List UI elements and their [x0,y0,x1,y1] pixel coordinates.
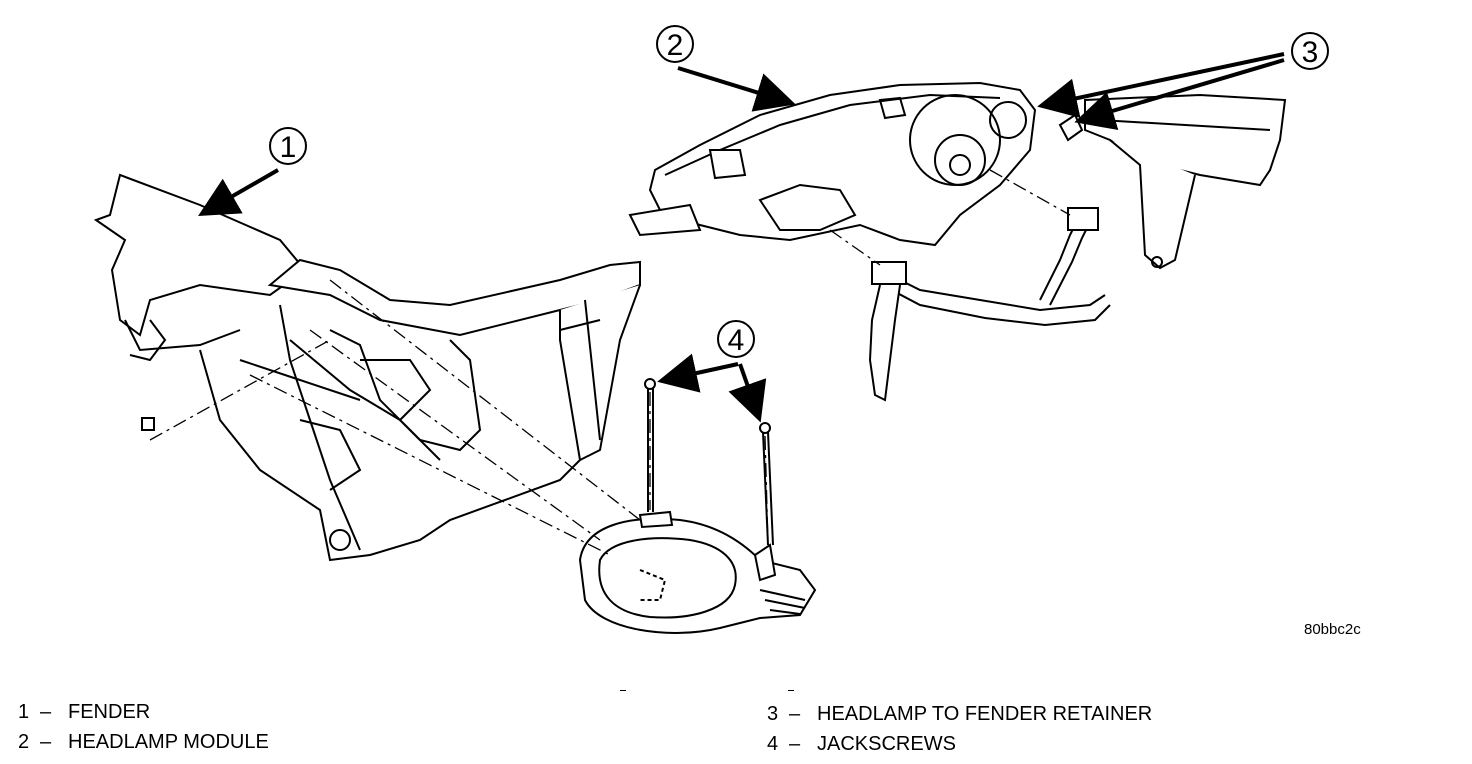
callout-4-number: 4 [728,324,745,357]
legend-right: 3–HEADLAMP TO FENDER RETAINER 4–JACKSCRE… [767,699,1152,759]
legend-item-dash: – [40,701,52,723]
legend-item: 1–FENDER [18,697,269,727]
legend-item-dash: – [789,703,801,725]
legend-item-number: 1 [18,701,30,723]
fender-drawing [93,173,641,562]
legend-item-dash: – [789,733,801,755]
legend-item: 2–HEADLAMP MODULE [18,727,269,757]
legend-item-number: 3 [767,703,779,725]
legend-item-label: HEADLAMP TO FENDER RETAINER [817,703,1153,725]
callout-4-leader-b [728,363,767,423]
callout-4-leader-a [657,353,739,393]
callout-1-leader [198,168,279,216]
divider-tick-left [620,690,626,691]
legend-item-number: 4 [767,733,779,755]
callout-2-number: 2 [667,29,684,62]
wiring-harness-drawing [868,207,1111,402]
callout-3-leader-b [1074,58,1285,131]
legend-left: 1–FENDER 2–HEADLAMP MODULE [18,697,269,757]
callout-2-leader [677,66,796,112]
retainer-bracket-drawing [1058,93,1287,270]
callout-2-circle [656,25,694,63]
lamp-bezel-drawing [578,510,817,634]
callout-2: 2 [656,25,796,112]
callout-1-circle [269,127,307,165]
callout-4-circle [717,320,755,358]
callout-3: 3 [1037,32,1329,131]
callout-4: 4 [657,320,767,423]
callout-3-circle [1291,32,1329,70]
legend-item: 3–HEADLAMP TO FENDER RETAINER [767,699,1152,729]
installation-guide-lines [149,169,1071,556]
headlamp-exploded-diagram: 1 2 3 4 [93,25,1329,634]
legend-item-number: 2 [18,731,30,753]
callout-1: 1 [198,127,307,216]
legend-item: 4–JACKSCREWS [767,729,1152,759]
legend-item-dash: – [40,731,52,753]
headlamp-module-drawing [628,81,1037,247]
figure-code: 80bbc2c [1304,621,1361,638]
legend-item-label: HEADLAMP MODULE [68,731,269,753]
legend-item-label: FENDER [68,701,151,723]
callout-1-number: 1 [280,131,297,164]
divider-tick-right [788,690,794,691]
callout-3-number: 3 [1302,36,1319,69]
legend-item-label: JACKSCREWS [817,733,956,755]
